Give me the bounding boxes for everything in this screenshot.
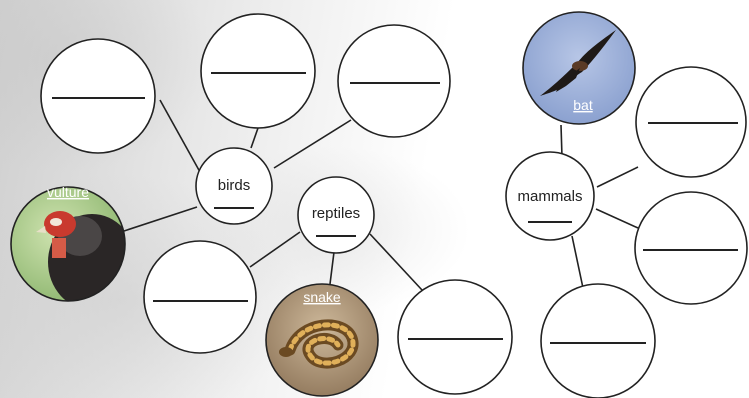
- connector-line: [596, 209, 638, 228]
- connector-line: [121, 207, 197, 232]
- connector-line: [160, 100, 200, 172]
- snake-label: snake: [303, 289, 341, 305]
- hub-birds: birds: [196, 148, 272, 224]
- hub-label-reptiles: reptiles: [312, 205, 360, 222]
- blank-circle-reptiles-2: [398, 280, 512, 394]
- blank-circle-birds-2: [201, 14, 315, 128]
- blank-circle-mammals-2: [635, 192, 747, 304]
- connector-line: [330, 252, 334, 284]
- connector-line: [597, 167, 638, 187]
- bat-label: bat: [573, 97, 593, 113]
- example-vulture: vulture: [10, 184, 136, 310]
- connector-line: [250, 232, 300, 267]
- vulture-label: vulture: [47, 184, 89, 200]
- hub-label-mammals: mammals: [517, 188, 582, 205]
- example-bat: bat: [522, 12, 636, 126]
- connector-line: [370, 234, 422, 290]
- connector-line: [572, 236, 583, 288]
- blank-circle-reptiles-1: [144, 241, 256, 353]
- connector-line: [251, 128, 258, 148]
- blank-circle-mammals-3: [541, 284, 655, 398]
- connector-line: [561, 125, 562, 157]
- example-snake: snake: [266, 284, 378, 396]
- blank-circle-birds-1: [41, 39, 155, 153]
- connector-line: [274, 120, 351, 168]
- hub-reptiles: reptiles: [298, 177, 374, 253]
- blank-circle-birds-3: [338, 25, 450, 137]
- hub-mammals: mammals: [506, 152, 594, 240]
- hub-label-birds: birds: [218, 177, 251, 194]
- vulture-photo: [10, 186, 136, 310]
